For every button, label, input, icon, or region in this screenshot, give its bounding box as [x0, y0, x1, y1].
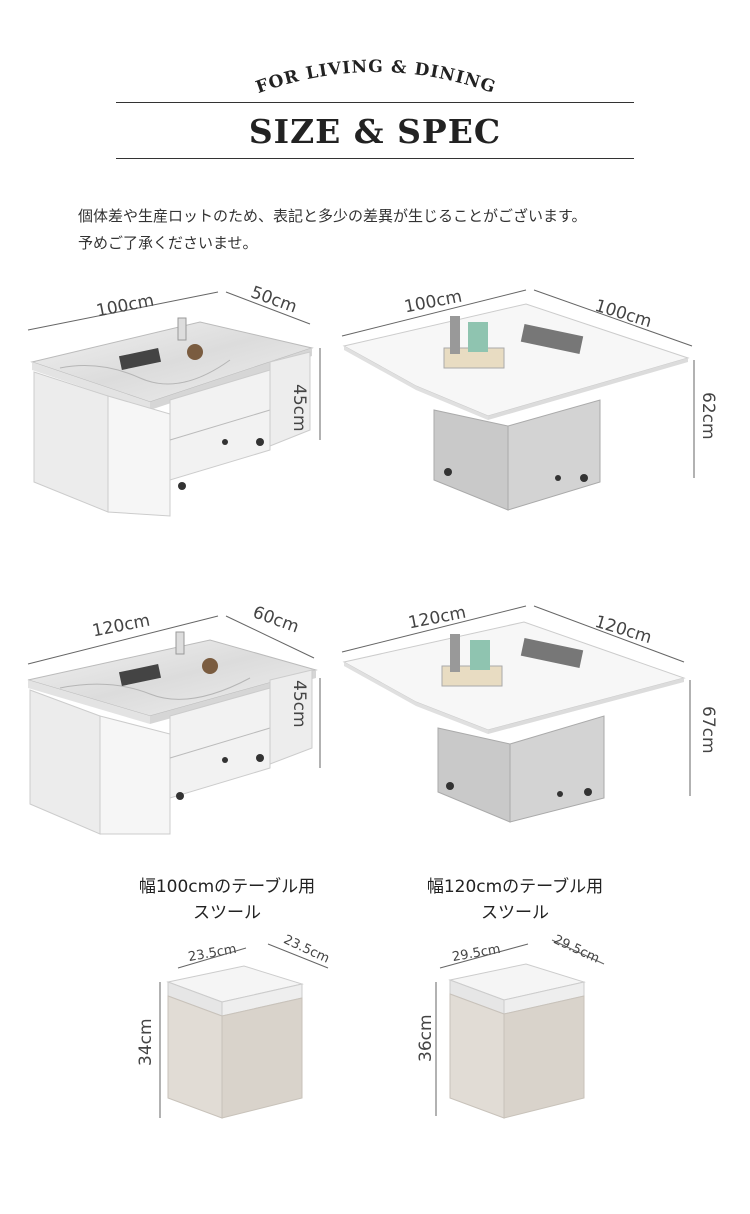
notice-line-1: 個体差や生産ロットのため、表記と多少の差異が生じることがございます。 — [78, 207, 587, 225]
table-closed-illustration — [27, 291, 321, 517]
eyebrow-text: FOR LIVING & DINING — [253, 57, 497, 98]
header-rule-bottom — [116, 158, 634, 159]
stool-caption-line1: 幅120cmのテーブル用 — [426, 877, 604, 897]
stool-caption-line1: 幅100cmのテーブル用 — [138, 877, 316, 897]
table-open-illustration — [341, 289, 695, 511]
header-rule-top — [116, 102, 634, 103]
open-height-label: 62cm — [698, 392, 718, 440]
notice-line-2: 予めご了承くださいませ。 — [78, 234, 258, 252]
stool-caption-line2: スツール — [481, 903, 549, 923]
header-eyebrow: FOR LIVING & DINING — [253, 57, 498, 98]
closed-height-label: 45cm — [289, 680, 309, 728]
table-open-illustration — [341, 605, 691, 823]
stool-height-label: 36cm — [416, 1014, 436, 1062]
closed-height-label: 45cm — [289, 384, 309, 432]
table-closed-illustration — [27, 615, 321, 835]
svg-text:FOR LIVING & DINING: FOR LIVING & DINING — [253, 57, 498, 98]
stool-height-label: 34cm — [136, 1018, 156, 1066]
stool-illustration — [159, 943, 329, 1119]
stool-caption-line2: スツール — [193, 903, 261, 923]
open-height-label: 67cm — [698, 706, 718, 754]
stool-illustration — [435, 939, 605, 1119]
page-title: SIZE & SPEC — [248, 112, 502, 151]
